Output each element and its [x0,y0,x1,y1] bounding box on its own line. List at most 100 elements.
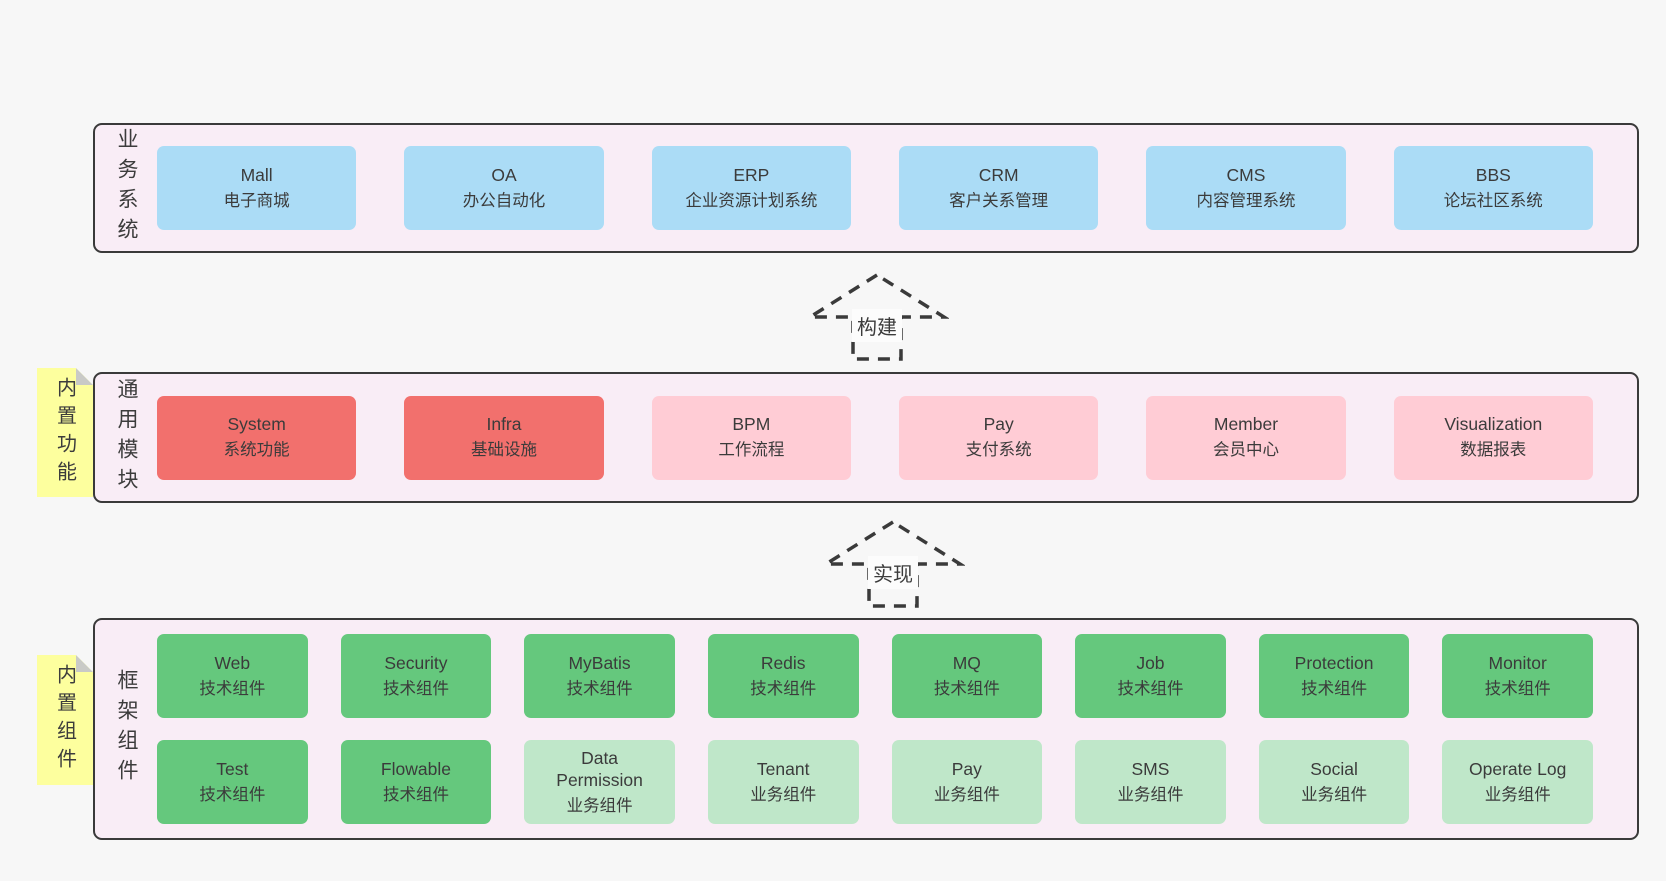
box-title: Web [214,652,251,673]
component-box-protection: Protection 技术组件 [1258,634,1410,718]
box-title: Monitor [1488,652,1547,673]
layer-framework-components: 框架组件 Web 技术组件 Security 技术组件 MyBatis 技术组件… [93,618,1639,840]
box-title: OA [491,164,517,185]
dashed-up-arrow-icon [805,272,949,361]
box-subtitle: 内容管理系统 [1196,191,1296,210]
box-title: MyBatis [568,652,631,673]
component-box-monitor: Monitor 技术组件 [1442,634,1593,718]
modules-boxes-row: System 系统功能 Infra 基础设施 BPM 工作流程 Pay 支付系统… [157,374,1637,501]
box-subtitle: 技术组件 [1484,679,1551,698]
box-subtitle: 技术组件 [199,785,266,804]
module-box-visualization: Visualization 数据报表 [1393,395,1593,480]
layer-business-systems: 业务系统 Mall 电子商城 OA 办公自动化 ERP 企业资源计划系统 CRM… [93,123,1639,253]
box-title: System [227,414,286,435]
arrow-implement: 实现 [821,518,965,610]
business-box-crm: CRM 客户关系管理 [898,146,1099,230]
layer-business-side-label: 业务系统 [95,125,157,251]
component-box-data-permission: Data Permission 业务组件 [524,740,675,824]
components-row-1: Web 技术组件 Security 技术组件 MyBatis 技术组件 Redi… [157,634,1593,718]
dashed-up-arrow-icon [821,519,965,608]
module-box-system: System 系统功能 [157,395,357,480]
component-box-mq: MQ 技术组件 [891,634,1043,718]
component-box-security: Security 技术组件 [340,634,492,718]
module-box-bpm: BPM 工作流程 [651,395,851,480]
module-box-member: Member 会员中心 [1146,395,1346,480]
box-subtitle: 技术组件 [750,679,817,698]
box-subtitle: 系统功能 [223,441,290,460]
sticky-note-built-in-features: 内置功能 [37,368,93,497]
side-label-text: 通用模块 [115,377,138,498]
box-subtitle: 技术组件 [933,679,1000,698]
arrow-build-label: 构建 [852,309,902,342]
box-subtitle: 技术组件 [1301,679,1368,698]
box-title: Pay [951,758,982,779]
box-title: Member [1213,414,1279,435]
box-subtitle: 会员中心 [1212,441,1279,460]
box-subtitle: 业务组件 [1117,785,1184,804]
box-subtitle: 电子商城 [223,191,290,210]
box-title: CRM [978,164,1019,185]
box-title: Redis [760,652,806,673]
box-title: Operate Log [1469,758,1567,779]
component-box-test: Test 技术组件 [157,740,308,824]
component-box-web: Web 技术组件 [157,634,308,718]
box-title: Infra [486,414,522,435]
business-box-erp: ERP 企业资源计划系统 [651,146,851,230]
box-subtitle: 技术组件 [382,785,449,804]
box-title: MQ [952,652,981,673]
business-box-mall: Mall 电子商城 [157,146,357,230]
module-box-infra: Infra 基础设施 [404,395,604,480]
box-subtitle: 支付系统 [965,441,1032,460]
box-title: Pay [983,414,1014,435]
box-subtitle: 技术组件 [566,679,633,698]
box-title: Job [1136,652,1165,673]
components-row-2: Test 技术组件 Flowable 技术组件 Data Permission … [157,740,1593,824]
layer-common-modules: 通用模块 System 系统功能 Infra 基础设施 BPM 工作流程 Pay… [93,372,1639,503]
box-title: Mall [240,164,273,185]
business-box-oa: OA 办公自动化 [404,146,604,230]
component-box-tenant: Tenant 业务组件 [707,740,859,824]
side-label-text: 框架组件 [115,669,138,789]
box-subtitle: 企业资源计划系统 [685,191,818,210]
box-title: BBS [1475,164,1511,185]
box-subtitle: 技术组件 [1117,679,1184,698]
sticky-fold-corner [76,655,93,672]
component-box-operate-log: Operate Log 业务组件 [1442,740,1593,824]
component-box-sms: SMS 业务组件 [1075,740,1226,824]
box-title: Data Permission [556,747,643,791]
component-box-flowable: Flowable 技术组件 [340,740,492,824]
component-box-redis: Redis 技术组件 [707,634,859,718]
box-title: SMS [1131,758,1170,779]
business-box-bbs: BBS 论坛社区系统 [1393,146,1593,230]
box-title: Visualization [1444,414,1543,435]
box-title: Tenant [756,758,810,779]
layer-components-side-label: 框架组件 [95,620,157,838]
sticky-note-built-in-components: 内置组件 [37,655,93,785]
sticky-label-text: 内置组件 [53,664,76,776]
arrow-build: 构建 [805,271,949,363]
side-label-text: 业务系统 [115,128,138,248]
arrow-implement-label: 实现 [868,556,918,589]
box-title: Protection [1294,652,1374,673]
box-title: CMS [1226,164,1266,185]
box-subtitle: 论坛社区系统 [1443,191,1543,210]
box-title: Security [384,652,448,673]
box-subtitle: 业务组件 [933,785,1000,804]
component-box-social: Social 业务组件 [1258,740,1410,824]
sticky-label-text: 内置功能 [53,376,76,489]
box-subtitle: 业务组件 [1301,785,1368,804]
box-subtitle: 客户关系管理 [949,191,1049,210]
component-box-job: Job 技术组件 [1075,634,1226,718]
layer-modules-side-label: 通用模块 [95,374,157,501]
box-title: ERP [733,164,770,185]
box-title: Flowable [380,758,451,779]
box-subtitle: 工作流程 [718,441,785,460]
components-rows: Web 技术组件 Security 技术组件 MyBatis 技术组件 Redi… [157,620,1637,838]
box-subtitle: 技术组件 [382,679,449,698]
box-subtitle: 技术组件 [199,679,266,698]
component-box-pay: Pay 业务组件 [891,740,1043,824]
box-subtitle: 数据报表 [1460,441,1527,460]
box-title: Test [216,758,249,779]
box-title: Social [1310,758,1358,779]
